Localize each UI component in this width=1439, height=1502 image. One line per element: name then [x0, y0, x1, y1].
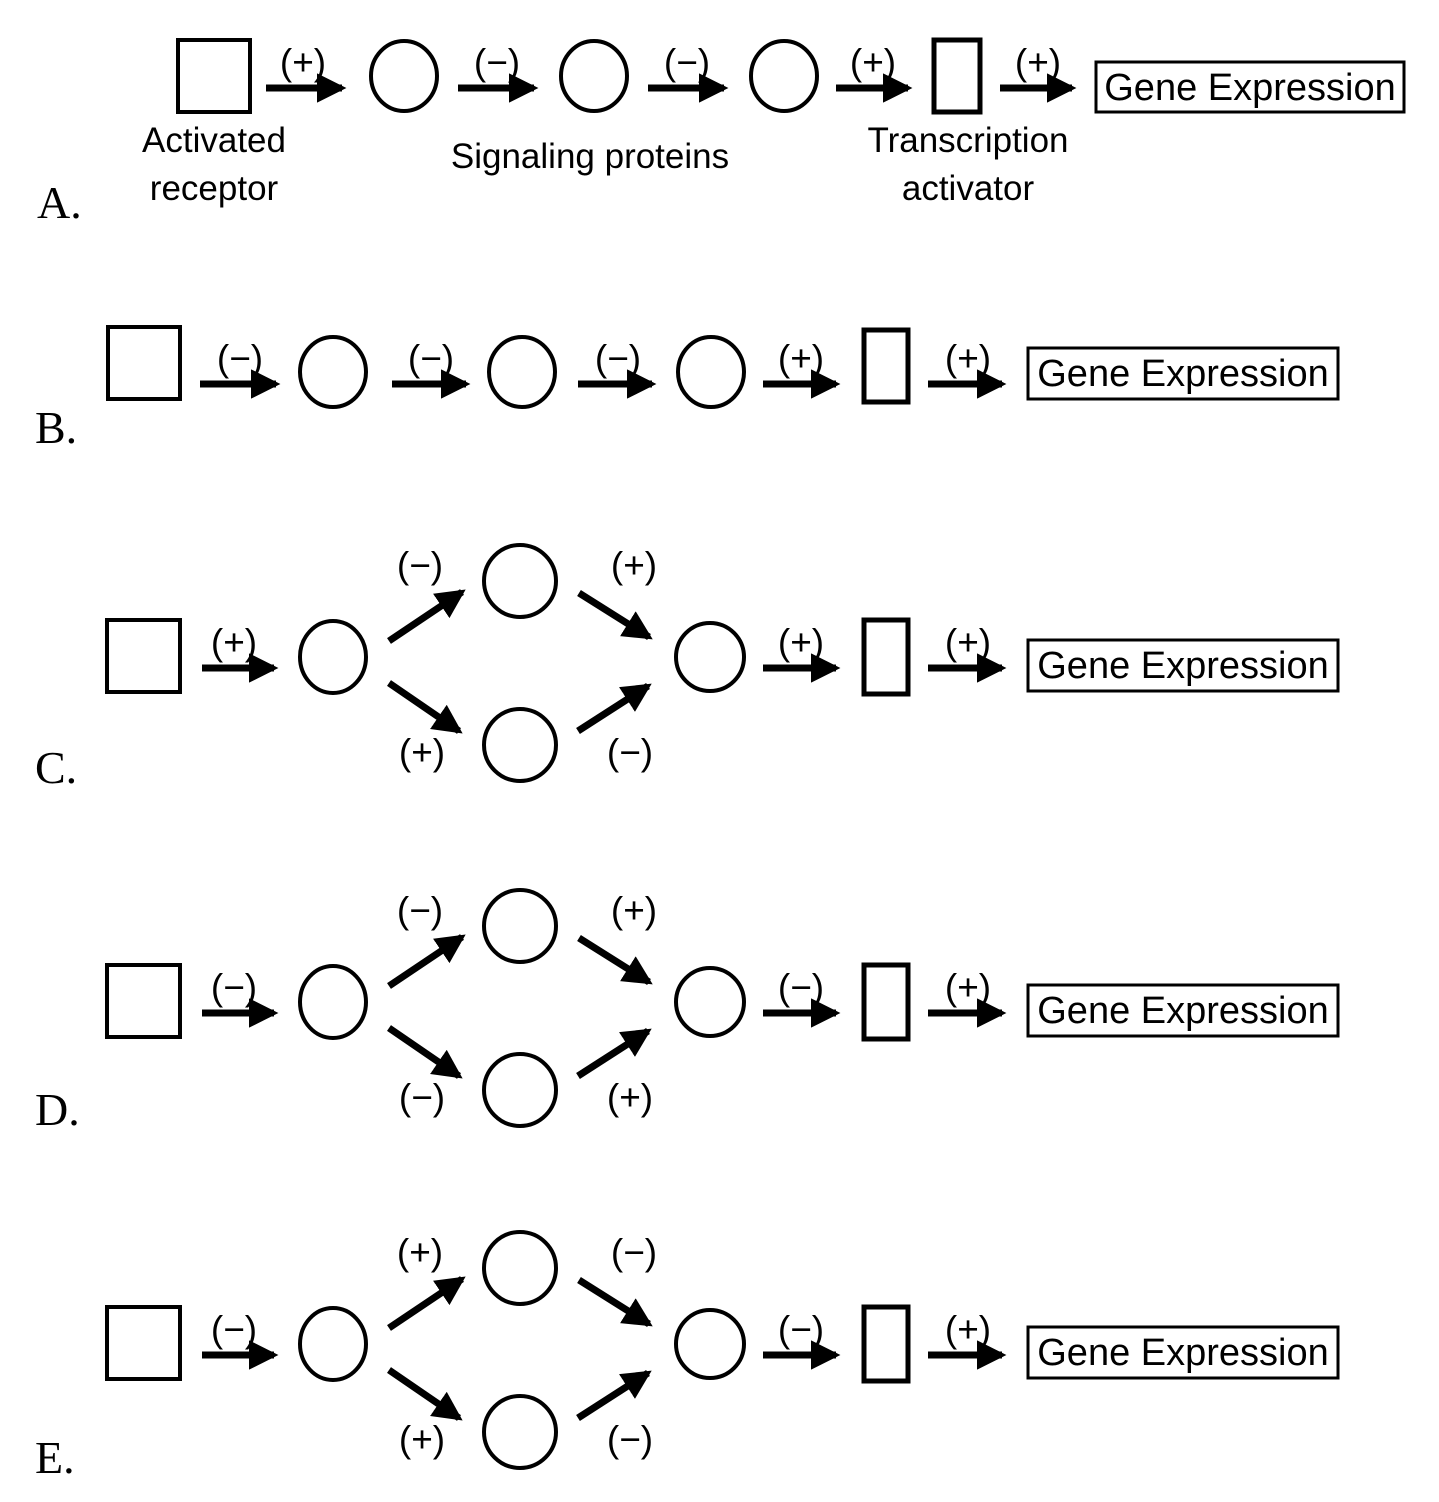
signaling-protein-circle-lower [482, 707, 558, 783]
branch-arrow-up [576, 683, 652, 734]
gene-expression-box [1094, 60, 1406, 114]
sign-label: (+) [611, 890, 657, 931]
sign-label: (+) [945, 338, 991, 379]
activated-receptor-square [105, 1305, 182, 1381]
sign-label: (+) [945, 622, 991, 663]
signaling-protein-circle-converge [674, 1308, 746, 1380]
pathway-option-c: C. (+) (−) (+) (+) (−) (+) (+) Gene Expr… [35, 543, 1340, 793]
pathway-option-b: B. (−) (−) (−) (+) (+) Gene Expression [35, 325, 1340, 453]
option-letter-e: E. [35, 1432, 75, 1483]
signaling-protein-circle [487, 335, 557, 409]
signaling-protein-circle [559, 39, 629, 113]
transcription-activator-rect [861, 1304, 911, 1384]
signaling-protein-circle [749, 39, 819, 113]
activated-receptor-square [105, 618, 182, 694]
gene-expression-label: Gene Expression [1037, 990, 1329, 1032]
signaling-protein-circle-lower [482, 1394, 558, 1470]
sign-label: (+) [611, 545, 657, 586]
sign-label: (+) [945, 1309, 991, 1350]
sign-label: (−) [611, 1232, 657, 1273]
sign-label: (+) [399, 1419, 445, 1460]
sign-label: (+) [778, 622, 824, 663]
sign-label: (+) [945, 967, 991, 1008]
activated-receptor-square [106, 325, 182, 401]
option-letter-d: D. [35, 1084, 80, 1135]
transcription-activator-rect [861, 617, 911, 697]
branch-arrow-down [577, 590, 653, 640]
gene-expression-box [1026, 638, 1340, 693]
pathway-option-d: D. (−) (−) (+) (−) (+) (−) (+) Gene Expr… [35, 888, 1340, 1135]
sign-label: (−) [607, 732, 653, 773]
signaling-protein-circle-converge [674, 621, 746, 693]
sign-label: (−) [217, 338, 263, 379]
sign-label: (−) [778, 1309, 824, 1350]
signaling-protein-circle [369, 39, 439, 113]
branch-arrow-up [387, 934, 466, 989]
sign-label: (−) [211, 1309, 257, 1350]
gene-expression-label: Gene Expression [1104, 67, 1396, 109]
gene-expression-label: Gene Expression [1037, 353, 1329, 395]
sign-label: (−) [664, 42, 710, 83]
option-letter-c: C. [35, 742, 77, 793]
gene-expression-box [1026, 346, 1340, 401]
signaling-protein-circle [298, 619, 368, 695]
transcription-activator-rect [861, 962, 911, 1042]
gene-expression-box [1026, 1325, 1340, 1380]
sign-label: (−) [408, 338, 454, 379]
pathway-option-a: A. (+) (−) (−) (+) (+) Gene Expression A… [37, 37, 1406, 228]
sign-label: (−) [397, 545, 443, 586]
branch-arrow-down [387, 1367, 463, 1421]
sign-label: (−) [595, 338, 641, 379]
sign-label: (+) [280, 42, 326, 83]
signaling-protein-circle [298, 964, 368, 1040]
transcription-activator-label-line2: activator [902, 169, 1035, 208]
signaling-protein-circle-upper [482, 543, 558, 619]
branch-arrow-up [387, 589, 466, 644]
sign-label: (+) [211, 622, 257, 663]
option-letter-a: A. [37, 177, 82, 228]
sign-label: (−) [211, 967, 257, 1008]
signaling-protein-circle [298, 335, 368, 409]
sign-label: (+) [1015, 42, 1061, 83]
signaling-proteins-label: Signaling proteins [451, 137, 729, 176]
activated-receptor-square [176, 38, 252, 114]
activated-receptor-square [105, 963, 182, 1039]
pathway-option-e: E. (−) (+) (−) (+) (−) (−) (+) Gene Expr… [35, 1230, 1340, 1483]
branch-arrow-up [576, 1370, 652, 1421]
sign-label: (−) [397, 890, 443, 931]
signaling-protein-circle-upper [482, 1230, 558, 1306]
branch-arrow-down [387, 1025, 463, 1079]
sign-label: (+) [607, 1077, 653, 1118]
sign-label: (+) [399, 732, 445, 773]
activated-receptor-label-line2: receptor [150, 169, 279, 208]
sign-label: (+) [778, 338, 824, 379]
sign-label: (−) [607, 1419, 653, 1460]
sign-label: (−) [778, 967, 824, 1008]
transcription-activator-label-line1: Transcription [868, 121, 1069, 160]
branch-arrow-up [576, 1028, 652, 1079]
signaling-protein-circle [298, 1306, 368, 1382]
sign-label: (+) [397, 1232, 443, 1273]
transcription-activator-rect [861, 327, 911, 405]
signaling-protein-circle-upper [482, 888, 558, 964]
activated-receptor-label-line1: Activated [142, 121, 286, 160]
option-letter-b: B. [35, 402, 77, 453]
sign-label: (−) [474, 42, 520, 83]
gene-expression-box [1026, 983, 1340, 1038]
sign-label: (−) [399, 1077, 445, 1118]
branch-arrow-down [577, 935, 653, 985]
gene-expression-label: Gene Expression [1037, 645, 1329, 687]
gene-expression-label: Gene Expression [1037, 1332, 1329, 1374]
branch-arrow-down [577, 1277, 653, 1327]
signaling-protein-circle-lower [482, 1052, 558, 1128]
branch-arrow-down [387, 680, 463, 734]
sign-label: (+) [850, 42, 896, 83]
branch-arrow-up [387, 1276, 466, 1331]
signaling-protein-circle [676, 335, 746, 409]
transcription-activator-rect [931, 37, 983, 115]
signaling-protein-circle-converge [674, 966, 746, 1038]
